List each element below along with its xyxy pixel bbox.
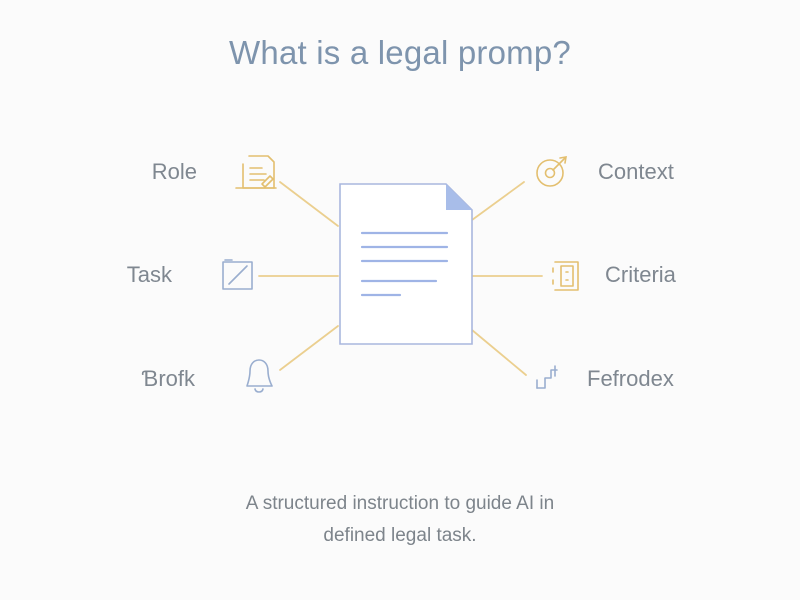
clipboard-icon xyxy=(235,155,277,189)
diagram-title: What is a legal promp? xyxy=(229,34,571,71)
bell-icon xyxy=(246,359,273,393)
node-label-brofk: Ɓrofk xyxy=(141,366,195,391)
node-label-role: Role xyxy=(151,159,197,184)
node-label-fefrodex: Fefrodex xyxy=(587,366,674,391)
node-label-context: Context xyxy=(598,159,674,184)
checklist-icon xyxy=(552,261,579,291)
pencil-square-icon xyxy=(222,259,253,290)
target-icon xyxy=(536,156,567,187)
connector-context xyxy=(471,181,525,221)
caption-line-2: defined legal task. xyxy=(323,525,477,546)
diagram-caption: A structured instruction to guide AI in … xyxy=(0,488,800,552)
connector-brofk xyxy=(279,325,339,371)
connector-fefrodex xyxy=(471,329,527,376)
document-icon xyxy=(339,183,473,345)
node-label-criteria: Criteria xyxy=(605,262,676,287)
node-label-task: Task xyxy=(126,262,172,287)
connector-role xyxy=(279,181,339,227)
steps-icon xyxy=(536,365,558,389)
connectors xyxy=(258,181,543,376)
caption-line-1: A structured instruction to guide AI in xyxy=(245,493,555,514)
